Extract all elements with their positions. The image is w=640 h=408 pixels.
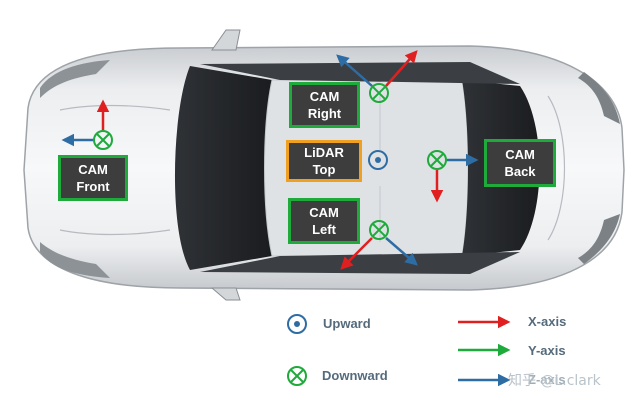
cam-right-label: CAM Right — [289, 82, 360, 128]
cam-left-axes — [340, 220, 418, 270]
legend-y-axis-text: Y-axis — [528, 343, 566, 358]
cam-left-z-arrow — [385, 237, 418, 266]
legend-x-axis-text: X-axis — [528, 314, 567, 329]
cam-right-axes — [336, 50, 418, 103]
cam-left-label-line1: CAM — [309, 205, 339, 220]
cam-front-label-line1: CAM — [78, 162, 108, 177]
cam-left-downward-icon — [369, 220, 389, 240]
cam-right-label-line2: Right — [307, 106, 342, 121]
legend-z-axis-text: Z-axis — [528, 372, 566, 387]
cam-right-downward-icon — [369, 83, 389, 103]
cam-left-x-arrow — [340, 237, 373, 270]
cam-back-label-line2: Back — [504, 164, 536, 179]
watermark: 知乎 @L.clark — [508, 373, 601, 389]
cam-front-axes — [61, 99, 113, 150]
legend-downward-icon — [287, 366, 307, 386]
cam-left-label-line2: Left — [312, 222, 336, 237]
cam-left-label: CAM Left — [288, 198, 360, 244]
cam-back-label-line1: CAM — [505, 147, 535, 162]
lidar-top-upward-icon — [368, 150, 388, 170]
lidar-top-label-line1: LiDAR — [304, 145, 344, 160]
cam-right-label-line1: CAM — [309, 89, 340, 104]
right-side-window — [200, 62, 520, 84]
cam-back-axes — [427, 150, 479, 203]
left-side-window — [200, 252, 520, 274]
windshield — [174, 66, 272, 270]
cam-right-z-arrow — [336, 54, 373, 87]
right-mirror — [211, 29, 241, 51]
lidar-top-label-line2: Top — [312, 162, 336, 177]
tail-light-left — [578, 214, 620, 264]
left-mirror — [210, 287, 241, 301]
cam-front-label: CAM Front — [58, 155, 128, 201]
lidar-top-label: LiDAR Top — [286, 140, 362, 182]
cam-back-label: CAM Back — [484, 139, 556, 187]
front-light-right — [40, 60, 110, 98]
cam-right-x-arrow — [385, 50, 418, 87]
legend-downward-text: Downward — [322, 368, 388, 383]
tail-light-right — [578, 72, 620, 124]
cam-front-label-line2: Front — [76, 179, 110, 194]
legend-upward-text: Upward — [323, 316, 371, 331]
cam-back-downward-icon — [427, 150, 447, 170]
cam-front-downward-icon — [93, 130, 113, 150]
legend-upward-icon — [287, 314, 307, 334]
front-light-left — [40, 242, 110, 278]
